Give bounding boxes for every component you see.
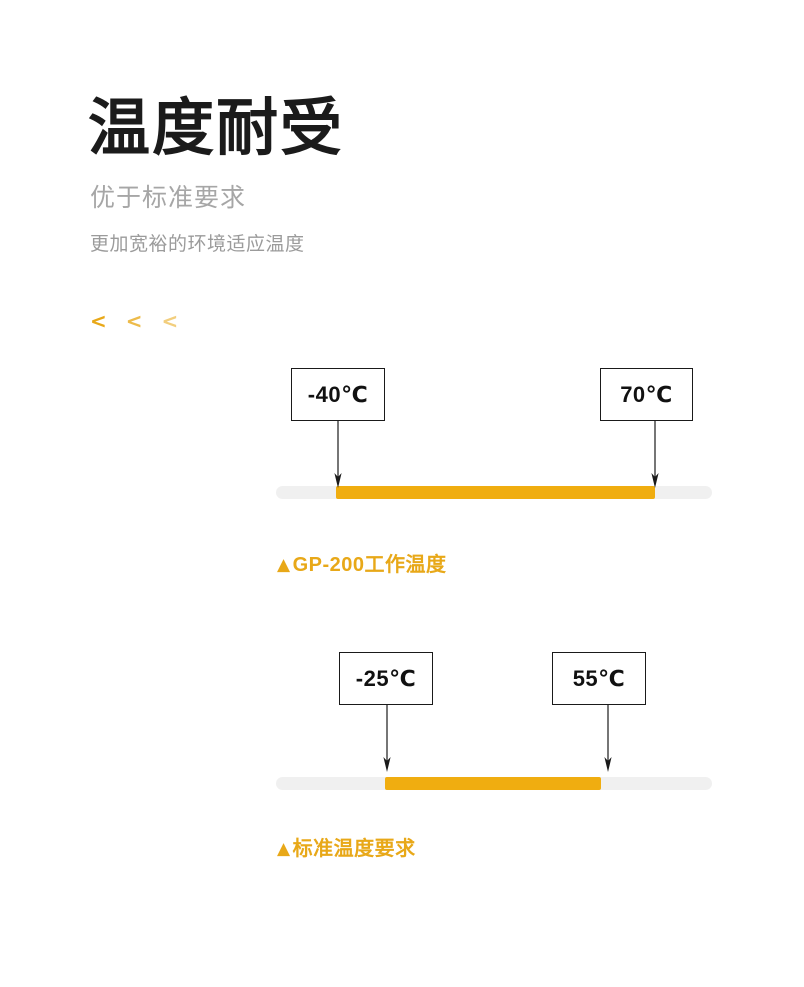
temperature-bar-fill bbox=[385, 777, 601, 790]
max-temperature-box: 70℃ bbox=[600, 368, 693, 421]
max-temperature-label: 70℃ bbox=[620, 381, 673, 407]
min-temperature-label: -40℃ bbox=[307, 381, 369, 407]
page-subtitle: 优于标准要求 bbox=[90, 184, 247, 213]
chevron-left-icon: < bbox=[125, 309, 143, 333]
triangle-marker-icon: ▲ bbox=[277, 554, 291, 575]
max-temperature-box: 55℃ bbox=[552, 652, 646, 705]
max-temperature-label: 55℃ bbox=[572, 665, 626, 691]
min-pointer-arrow-icon bbox=[383, 705, 391, 772]
max-pointer-arrow-icon bbox=[604, 705, 612, 772]
max-pointer-arrow-icon bbox=[651, 421, 659, 488]
range-caption-text: GP-200工作温度 bbox=[292, 554, 447, 576]
range-caption-standard: ▲ 标准温度要求 bbox=[277, 839, 416, 859]
page-title: 温度耐受 bbox=[88, 94, 345, 163]
header-block: 温度耐受 优于标准要求 更加宽裕的环境适应温度 bbox=[88, 96, 708, 257]
chevron-left-icon: < bbox=[161, 309, 179, 333]
min-temperature-box: -40℃ bbox=[291, 368, 385, 421]
range-caption-text: 标准温度要求 bbox=[292, 838, 416, 860]
page-description: 更加宽裕的环境适应温度 bbox=[90, 234, 305, 256]
temperature-bar-fill bbox=[336, 486, 655, 499]
min-pointer-arrow-icon bbox=[334, 421, 342, 488]
min-temperature-label: -25℃ bbox=[355, 665, 417, 691]
range-caption-gp200: ▲ GP-200工作温度 bbox=[277, 555, 447, 575]
chevron-left-icon: < bbox=[90, 309, 107, 333]
min-temperature-box: -25℃ bbox=[339, 652, 433, 705]
chevron-decoration: < < < bbox=[90, 311, 178, 331]
triangle-marker-icon: ▲ bbox=[277, 838, 291, 859]
